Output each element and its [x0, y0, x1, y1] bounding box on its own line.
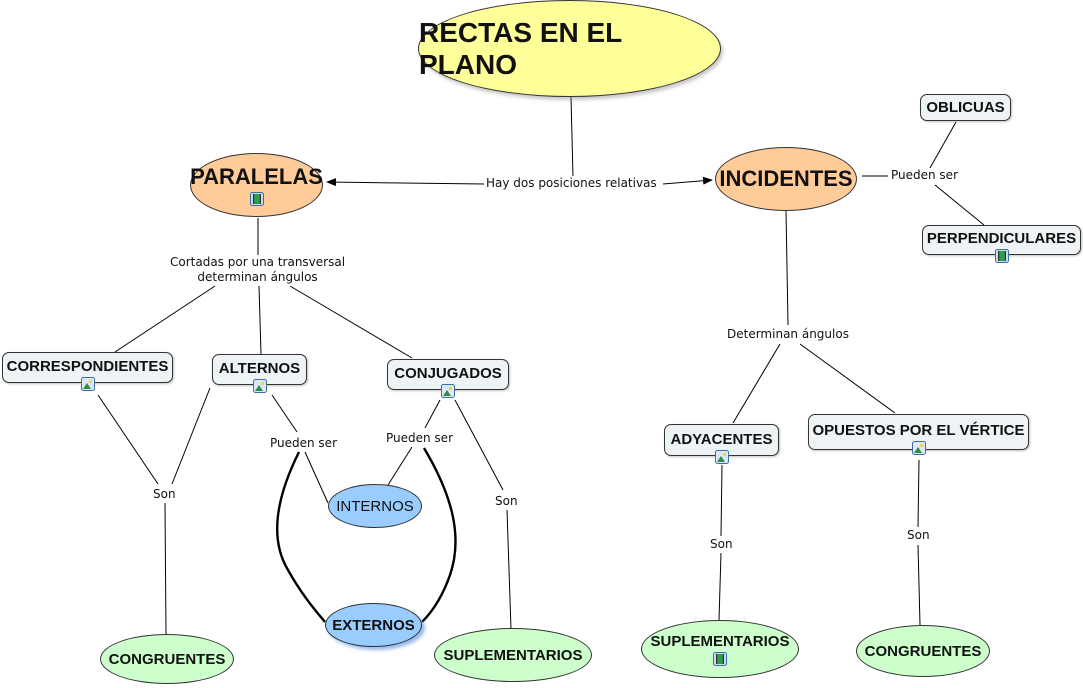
conjugados-text: CONJUGADOS: [394, 365, 502, 382]
adyacentes-text: ADYACENTES: [670, 430, 773, 448]
opuestos-text: OPUESTOS POR EL VÉRTICE: [812, 421, 1025, 439]
congruentes-1-text: CONGRUENTES: [108, 650, 226, 668]
image-icon[interactable]: [441, 384, 455, 398]
link-puedenser2-internos: [387, 446, 413, 486]
image-icon[interactable]: [252, 379, 267, 393]
link-puedenser-internos: [304, 451, 329, 504]
concept-oblicuas[interactable]: OBLICUAS: [920, 94, 1011, 121]
link-son-congruentes1: [164, 502, 167, 636]
link-puedenser-externos: [275, 451, 326, 623]
link-label-son-4: Son: [905, 528, 932, 543]
video-icon[interactable]: [713, 651, 727, 666]
concept-title[interactable]: RECTAS EN EL PLANO: [418, 0, 721, 97]
link-alternos-puedenser: [271, 394, 298, 433]
concept-suplementarios-2[interactable]: SUPLEMENTARIOS: [641, 620, 799, 678]
link-puedenser2-externos: [421, 447, 457, 623]
concept-paralelas[interactable]: PARALELAS: [190, 153, 323, 217]
paralelas-text: PARALELAS: [190, 164, 323, 189]
link-conjugados-puedenser: [424, 399, 441, 429]
link-label-pueden-ser-incidentes: Pueden ser: [889, 168, 961, 183]
link-determinan-adyacentes: [732, 343, 781, 424]
video-icon[interactable]: [249, 192, 264, 206]
link-opuestos-son: [917, 459, 920, 528]
link-label-son-3: Son: [708, 537, 735, 552]
link-conjugados-son: [454, 399, 504, 491]
concept-internos[interactable]: INTERNOS: [328, 484, 422, 528]
link-puedenser-oblicuas: [929, 121, 957, 169]
incidentes-text: INCIDENTES: [719, 166, 853, 191]
link-label-son-1: Son: [151, 487, 178, 502]
link-label-son-2: Son: [493, 494, 520, 509]
congruentes-2-text: CONGRUENTES: [864, 642, 982, 660]
concept-congruentes-2[interactable]: CONGRUENTES: [856, 625, 990, 677]
video-icon[interactable]: [994, 248, 1009, 263]
link-cortadas-correspondientes: [114, 285, 216, 353]
link-label-cortadas: Cortadas por una transversal determinan …: [168, 255, 348, 285]
link-son-suplementarios1: [506, 509, 512, 630]
link-adyacentes-son: [720, 464, 723, 537]
internos-text: INTERNOS: [336, 497, 414, 515]
concept-opuestos-por-el-vertice[interactable]: OPUESTOS POR EL VÉRTICE: [808, 414, 1029, 455]
concept-incidentes[interactable]: INCIDENTES: [715, 147, 857, 211]
image-icon[interactable]: [714, 449, 729, 464]
link-son-congruentes2: [917, 544, 921, 626]
link-cortadas-alternos: [258, 285, 262, 355]
concept-conjugados[interactable]: CONJUGADOS: [387, 359, 509, 398]
correspondientes-text: CORRESPONDIENTES: [6, 358, 169, 375]
link-label-pueden-ser-alternos: Pueden ser: [268, 436, 340, 451]
link-haydos-paralelas: [326, 178, 485, 187]
link-haydos-incidentes: [662, 176, 713, 185]
image-icon[interactable]: [911, 440, 926, 455]
cortadas-line1: Cortadas por una transversal: [170, 255, 346, 269]
link-label-pueden-ser-conjugados: Pueden ser: [384, 431, 456, 446]
link-incidentes-determinan: [785, 209, 789, 326]
concept-perpendiculares[interactable]: PERPENDICULARES: [922, 225, 1081, 263]
concept-adyacentes[interactable]: ADYACENTES: [664, 424, 779, 464]
link-label-hay-dos: Hay dos posiciones relativas: [484, 176, 659, 191]
concept-externos[interactable]: EXTERNOS: [325, 603, 422, 647]
concept-alternos[interactable]: ALTERNOS: [212, 354, 307, 393]
link-determinan-opuestos: [799, 343, 896, 414]
externos-text: EXTERNOS: [332, 616, 415, 634]
link-title-haydos: [570, 96, 574, 178]
perpendiculares-text: PERPENDICULARES: [926, 229, 1077, 247]
link-son-suplementarios2: [718, 552, 722, 621]
link-puedenser-perpendiculares: [934, 184, 985, 226]
link-cortadas-conjugados: [289, 285, 413, 359]
link-correspondientes-son: [97, 394, 159, 485]
concept-suplementarios-1[interactable]: SUPLEMENTARIOS: [434, 628, 592, 682]
title-text: RECTAS EN EL PLANO: [419, 16, 622, 80]
cortadas-line2: determinan ángulos: [197, 270, 318, 284]
link-alternos-son: [171, 387, 211, 485]
oblicuas-text: OBLICUAS: [926, 99, 1005, 116]
suplementarios-1-text: SUPLEMENTARIOS: [443, 646, 583, 664]
link-label-determinan: Determinan ángulos: [725, 327, 851, 342]
concept-correspondientes[interactable]: CORRESPONDIENTES: [2, 352, 173, 391]
concept-congruentes-1[interactable]: CONGRUENTES: [100, 634, 234, 684]
alternos-text: ALTERNOS: [218, 360, 301, 377]
image-icon[interactable]: [80, 377, 95, 391]
suplementarios-2-text: SUPLEMENTARIOS: [650, 632, 790, 650]
